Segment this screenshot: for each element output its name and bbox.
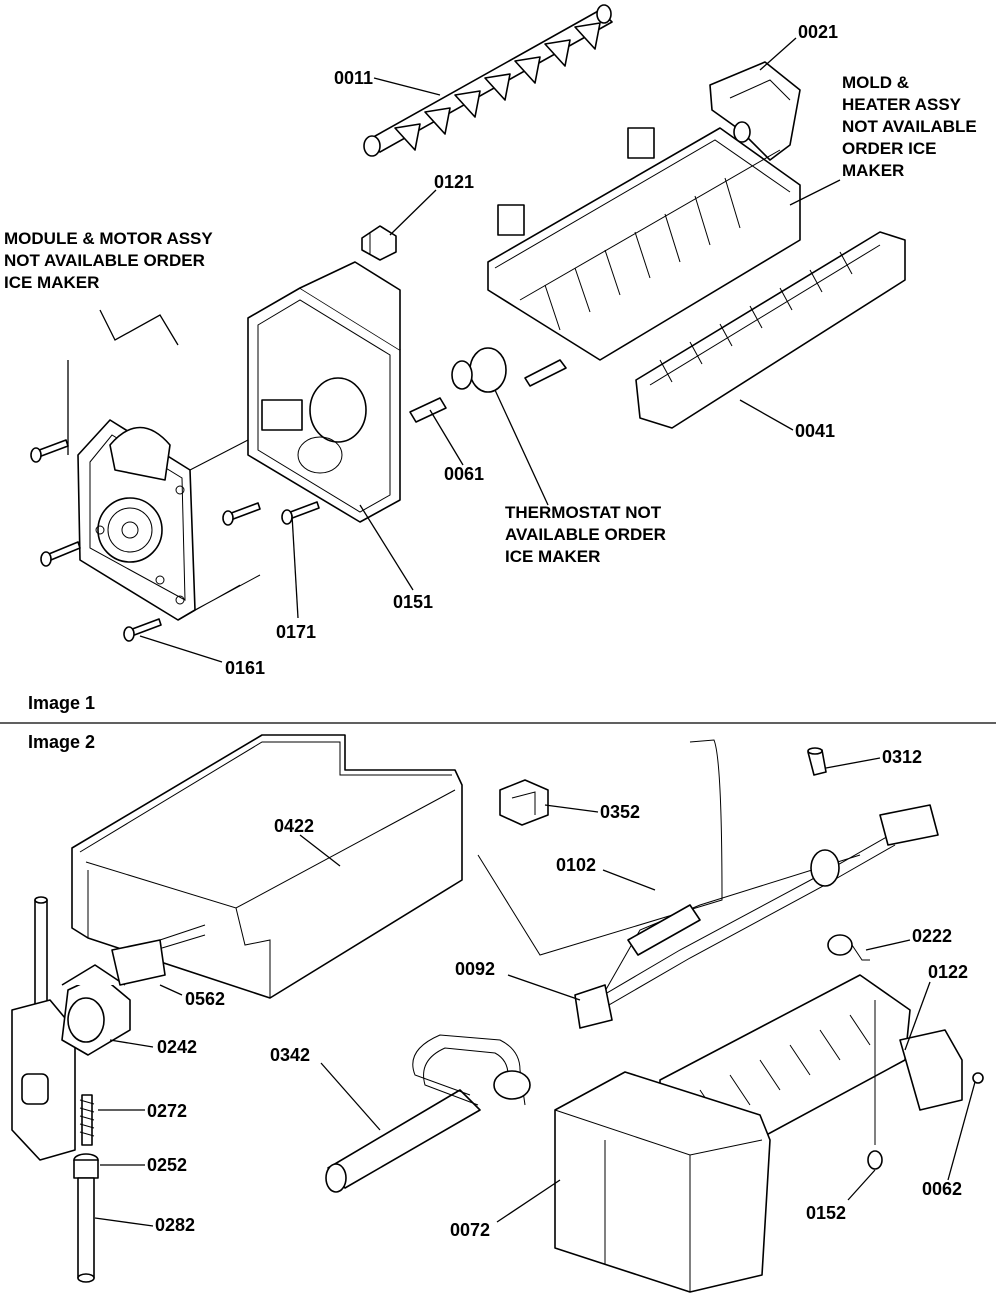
image-1-leaders xyxy=(67,37,841,663)
stripper-drawing xyxy=(635,231,906,429)
callout-0242: 0242 xyxy=(157,1037,197,1057)
callout-0151: 0151 xyxy=(393,592,433,612)
callout-0062: 0062 xyxy=(922,1179,962,1199)
ice-maker-drawing xyxy=(554,974,984,1293)
note-thermostat-line-2: AVAILABLE ORDER xyxy=(505,525,666,544)
callout-0222: 0222 xyxy=(912,926,952,946)
image-2-leaders xyxy=(94,757,976,1227)
callout-0041: 0041 xyxy=(795,421,835,441)
callout-0562: 0562 xyxy=(185,989,225,1009)
ejector-shaft-drawing xyxy=(363,4,613,157)
water-valve-drawing xyxy=(11,896,206,1283)
callout-0061: 0061 xyxy=(444,464,484,484)
callout-0021: 0021 xyxy=(798,22,838,42)
callout-0011: 0011 xyxy=(334,68,373,88)
note-thermostat-line-3: ICE MAKER xyxy=(505,547,600,566)
plug-0312-drawing xyxy=(807,747,827,776)
note-module-line-3: ICE MAKER xyxy=(4,273,99,292)
callout-0122: 0122 xyxy=(928,962,968,982)
callout-0422: 0422 xyxy=(274,816,314,836)
callout-0352: 0352 xyxy=(600,802,640,822)
image-1-caption: Image 1 xyxy=(28,693,95,713)
callout-0252: 0252 xyxy=(147,1155,187,1175)
callout-0342: 0342 xyxy=(270,1045,310,1065)
image-1-panel: 0011 0021 0121 0041 0061 0151 0171 0161 … xyxy=(4,4,977,713)
callout-0102: 0102 xyxy=(556,855,596,875)
callout-0161: 0161 xyxy=(225,658,265,678)
image-2-caption: Image 2 xyxy=(28,732,95,752)
callout-0312: 0312 xyxy=(882,747,922,767)
mold-drawing xyxy=(487,127,801,361)
fill-cup-drawing xyxy=(709,61,801,161)
callout-0272: 0272 xyxy=(147,1101,187,1121)
note-mold-line-4: ORDER ICE xyxy=(842,139,936,158)
motor-plate-drawing xyxy=(77,419,261,621)
screws-drawing xyxy=(30,439,320,642)
callout-0282: 0282 xyxy=(155,1215,195,1235)
ice-bucket-drawing xyxy=(71,734,463,999)
clip-0121-drawing xyxy=(361,225,397,261)
note-mold-line-2: HEATER ASSY xyxy=(842,95,962,114)
note-module-line-1: MODULE & MOTOR ASSY xyxy=(4,229,213,248)
callout-0171: 0171 xyxy=(276,622,316,642)
callout-0121: 0121 xyxy=(434,172,474,192)
thermostat-drawing xyxy=(409,347,567,423)
callout-0092: 0092 xyxy=(455,959,495,979)
note-mold-line-5: MAKER xyxy=(842,161,904,180)
image-2-panel: Image 2 xyxy=(11,732,984,1293)
module-housing-drawing xyxy=(247,261,401,523)
note-mold-line-1: MOLD & xyxy=(842,73,909,92)
note-thermostat-line-1: THERMOSTAT NOT xyxy=(505,503,662,522)
callout-0072: 0072 xyxy=(450,1220,490,1240)
note-module-line-2: NOT AVAILABLE ORDER xyxy=(4,251,205,270)
fill-tube-drawing xyxy=(325,1034,531,1193)
clip-0352-drawing xyxy=(499,779,549,826)
wire-harness-drawing xyxy=(477,739,939,1029)
callout-0152: 0152 xyxy=(806,1203,846,1223)
clip-0222-drawing xyxy=(827,934,870,961)
note-mold-line-3: NOT AVAILABLE xyxy=(842,117,977,136)
